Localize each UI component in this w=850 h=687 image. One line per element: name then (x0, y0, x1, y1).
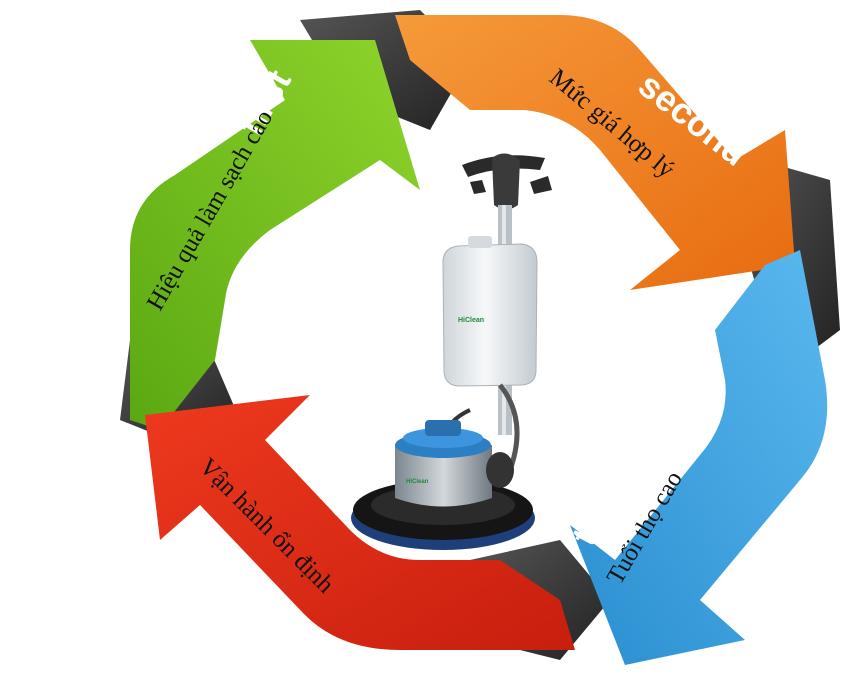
arrow-third (570, 250, 828, 665)
arrow-fourth (145, 395, 575, 650)
tank-brand-label: HiClean (458, 317, 484, 324)
motor-brand-label: HiClean (406, 479, 429, 485)
arrow-first (130, 40, 420, 430)
floor-machine-image: HiClean HiClean (351, 153, 552, 550)
arrow-second (395, 15, 795, 290)
